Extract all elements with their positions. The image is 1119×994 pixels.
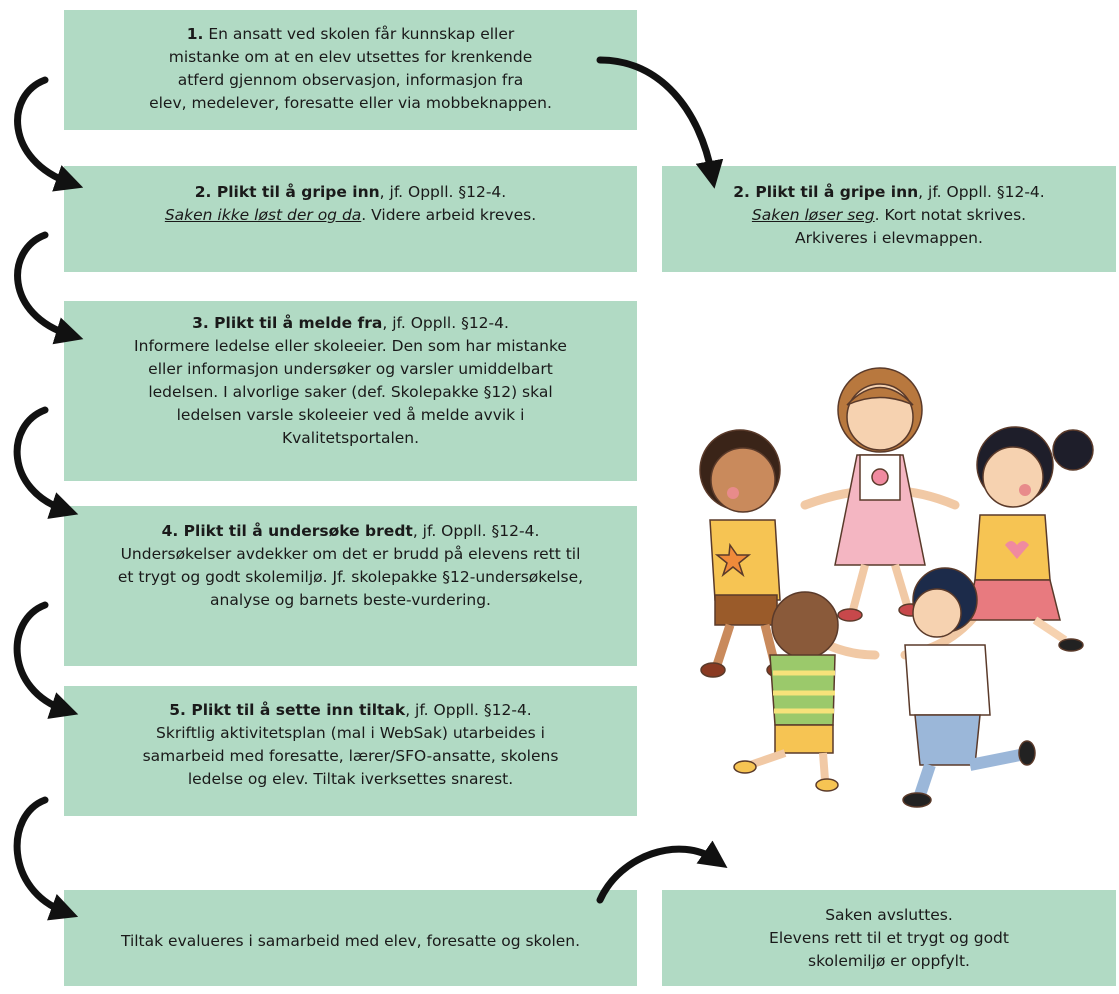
step-3-box: 3. Plikt til å melde fra, jf. Oppll. §12… (64, 301, 637, 481)
step-4-title: 4. Plikt til å undersøke bredt (161, 522, 413, 540)
children-playing-illustration (699, 367, 1094, 808)
case-closed-box: Saken avsluttes. Elevens rett til et try… (662, 890, 1116, 986)
step-2-resolved-box: 2. Plikt til å gripe inn, jf. Oppll. §12… (662, 166, 1116, 272)
arrow-1-to-2 (14, 76, 84, 192)
step-4-box: 4. Plikt til å undersøke bredt, jf. Oppl… (64, 506, 637, 666)
arrow-4-to-5 (13, 601, 79, 719)
arrow-3-to-4 (13, 406, 79, 519)
step-2-title: 2. Plikt til å gripe inn (194, 183, 380, 201)
step-5-box: 5. Plikt til å sette inn tiltak, jf. Opp… (64, 686, 637, 816)
step-3-title: 3. Plikt til å melde fra (192, 314, 383, 332)
evaluation-box: Tiltak evalueres i samarbeid med elev, f… (64, 890, 637, 986)
step-2-unresolved-box: 2. Plikt til å gripe inn, jf. Oppll. §12… (64, 166, 637, 272)
step-1-number: 1. (186, 25, 204, 43)
step-2b-title: 2. Plikt til å gripe inn (733, 183, 919, 201)
step-1-box: 1. En ansatt ved skolen får kunnskap ell… (64, 10, 637, 130)
step-5-title: 5. Plikt til å sette inn tiltak (169, 701, 406, 719)
arrow-5-to-6 (13, 796, 79, 921)
arrow-2-to-3 (14, 231, 84, 345)
